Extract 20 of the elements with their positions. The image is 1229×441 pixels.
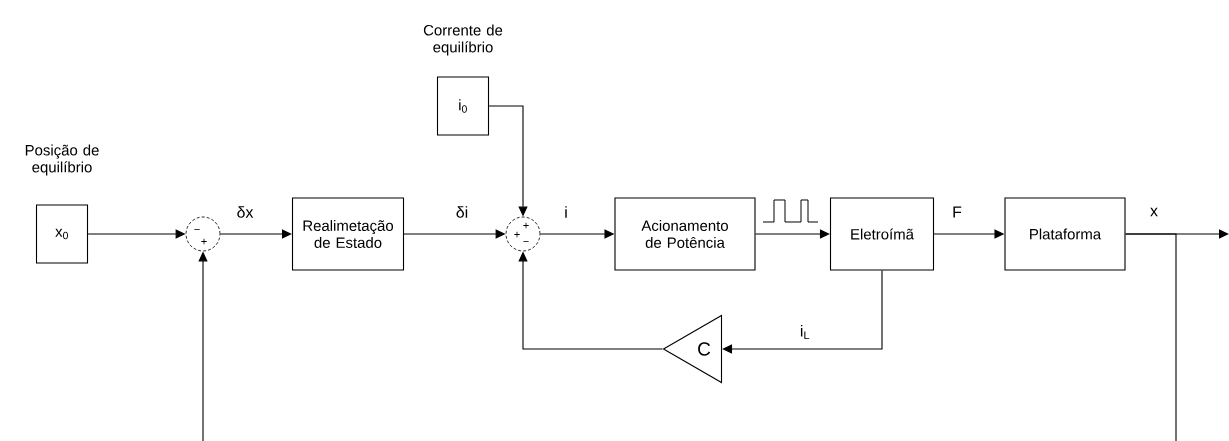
summing-junction: − + bbox=[185, 216, 221, 252]
block-box: i$_{0}$ bbox=[436, 76, 490, 136]
block-box: Acionamento de Potência bbox=[614, 197, 756, 271]
block-box: Realimetação de Estado bbox=[291, 197, 405, 271]
summing-junction: + + − bbox=[505, 216, 541, 252]
heading-text: Corrente de equilíbrio bbox=[423, 24, 503, 56]
edge-label: F bbox=[951, 205, 963, 219]
arrow bbox=[755, 229, 830, 239]
edge-label: δi bbox=[454, 205, 470, 219]
block-box: Eletroímã bbox=[829, 197, 935, 271]
arrow bbox=[722, 270, 883, 354]
edge-label: δx bbox=[235, 205, 255, 219]
block-box: x$_{0}$ bbox=[35, 204, 89, 264]
edge-label: x bbox=[1149, 206, 1159, 218]
edge-label: i bbox=[563, 205, 569, 219]
arrow bbox=[219, 229, 292, 239]
gain-triangle: C bbox=[662, 314, 723, 384]
edge-label: i$_{L}$ bbox=[798, 323, 812, 341]
heading-text: Posição de equilíbrio bbox=[25, 144, 99, 176]
block-box: Plataforma bbox=[1004, 197, 1126, 271]
